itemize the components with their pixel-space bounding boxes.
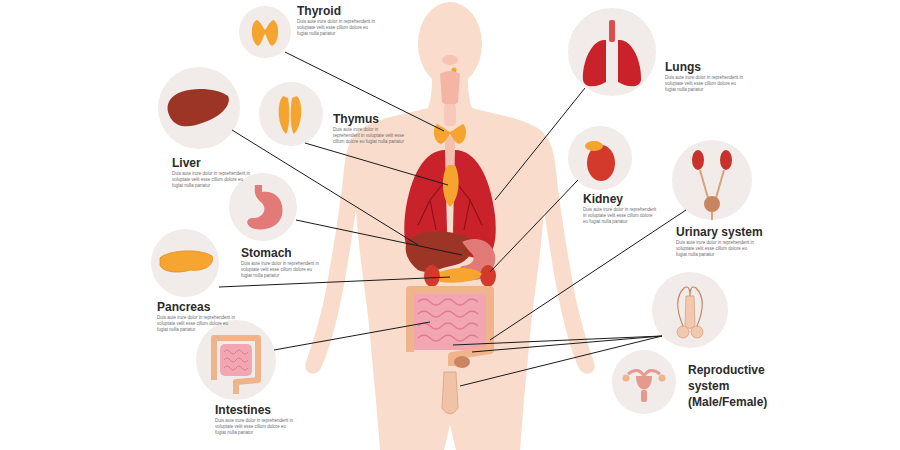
- leader-line: [296, 220, 462, 255]
- icon-circle: [151, 229, 219, 297]
- thymus-icon: [279, 96, 302, 134]
- male-organ: [442, 372, 458, 414]
- icon-circle: [672, 140, 752, 220]
- leader-line: [219, 277, 450, 287]
- male-reproductive-icon: [677, 326, 689, 338]
- thymus-organ: [443, 165, 459, 207]
- organ-description: Duis aute irure dolor in reprehenderit i…: [333, 127, 405, 145]
- female-reproductive-icon: [628, 370, 660, 376]
- organ-callout: IntestinesDuis aute irure dolor in repre…: [215, 403, 297, 438]
- colon-icon: [214, 338, 258, 394]
- icon-circle: [612, 350, 676, 414]
- cervix-icon: [641, 390, 647, 402]
- organ-name: Reproductive system (Male/Female): [688, 362, 780, 410]
- organ-callout: LungsDuis aute irure dolor in reprehende…: [665, 60, 747, 95]
- organ-callout: StomachDuis aute irure dolor in reprehen…: [241, 246, 323, 281]
- intestines-icon: [220, 344, 252, 376]
- icon-circle: [239, 6, 291, 58]
- icon-circle: [652, 272, 728, 348]
- lungs-icon-trachea: [609, 20, 615, 42]
- leader-line: [285, 52, 444, 131]
- pharynx: [440, 71, 460, 106]
- organ-name: Urinary system: [676, 225, 765, 239]
- lungs-icon: [583, 40, 641, 86]
- leader-line: [490, 210, 686, 340]
- nasal-cavity: [442, 55, 458, 65]
- organ-callout: ThymusDuis aute irure dolor in reprehend…: [333, 112, 407, 147]
- urinary-kidney-icon: [692, 150, 704, 170]
- leader-line: [305, 143, 448, 185]
- organ-callout: Urinary systemDuis aute irure dolor in r…: [676, 225, 765, 260]
- liver-organ: [406, 232, 474, 272]
- organ-description: Duis aute irure dolor in reprehenderit i…: [172, 171, 252, 189]
- organ-name: Stomach: [241, 246, 323, 260]
- intestines-icon-loops: [224, 350, 248, 370]
- bladder-icon: [704, 196, 720, 212]
- icon-circle: [259, 82, 323, 146]
- body-silhouette: [305, 78, 594, 450]
- thyroid-organ: [434, 124, 466, 144]
- organ-callout: LiverDuis aute irure dolor in reprehende…: [172, 156, 254, 191]
- organ-callout: KidneyDuis aute irure dolor in reprehend…: [583, 192, 660, 227]
- leader-line: [274, 322, 430, 350]
- organ-description: Duis aute irure dolor in reprehenderit i…: [215, 418, 295, 436]
- male-reproductive-icon: [691, 326, 703, 338]
- leader-line: [472, 336, 662, 352]
- organ-callout: ThyroidDuis aute irure dolor in reprehen…: [297, 4, 379, 39]
- kidney-organ: [424, 265, 440, 287]
- organ-name: Pancreas: [157, 300, 239, 314]
- organ-name: Kidney: [583, 192, 660, 206]
- organ-name: Liver: [172, 156, 254, 170]
- organ-name: Lungs: [665, 60, 747, 74]
- leader-line: [460, 336, 662, 386]
- ovary-icon: [659, 375, 666, 382]
- organ-description: Duis aute irure dolor in reprehenderit i…: [583, 207, 658, 225]
- organ-description: Duis aute irure dolor in reprehenderit i…: [676, 240, 756, 258]
- organ-name: Intestines: [215, 403, 297, 417]
- organ-description: Duis aute irure dolor in reprehenderit i…: [157, 315, 237, 333]
- leader-line: [232, 130, 418, 245]
- small-intestine: [408, 292, 492, 350]
- leader-line: [490, 180, 578, 272]
- stomach-icon: [247, 185, 282, 229]
- organ-callout: Reproductive system (Male/Female): [688, 362, 782, 412]
- organ-name: Thyroid: [297, 4, 379, 18]
- large-intestine: [410, 290, 490, 366]
- organ-description: Duis aute irure dolor in reprehenderit i…: [241, 261, 321, 279]
- ovary-icon: [623, 375, 630, 382]
- pancreas-icon: [160, 251, 213, 272]
- liver-icon: [168, 89, 229, 126]
- icon-circle: [568, 8, 656, 96]
- organ-description: Duis aute irure dolor in reprehenderit i…: [665, 75, 745, 93]
- organ-name: Thymus: [333, 112, 407, 126]
- organ-callout: PancreasDuis aute irure dolor in reprehe…: [157, 300, 239, 335]
- larynx: [444, 104, 456, 126]
- ureter-icon: [700, 170, 724, 220]
- adrenal-icon: [585, 141, 603, 151]
- small-intestine-loops: [418, 299, 478, 341]
- vas-deferens-icon: [678, 287, 703, 326]
- bladder-organ: [454, 356, 470, 368]
- thyroid-icon: [252, 20, 278, 46]
- organ-description: Duis aute irure dolor in reprehenderit i…: [297, 19, 377, 37]
- leader-line: [495, 88, 585, 200]
- icon-circle: [158, 67, 240, 149]
- urinary-kidney-icon: [720, 150, 732, 170]
- uterus-icon: [636, 376, 652, 390]
- male-reproductive-icon: [685, 296, 695, 329]
- icon-circle: [229, 173, 297, 241]
- icon-circle: [196, 320, 276, 400]
- pancreas-organ: [440, 268, 482, 283]
